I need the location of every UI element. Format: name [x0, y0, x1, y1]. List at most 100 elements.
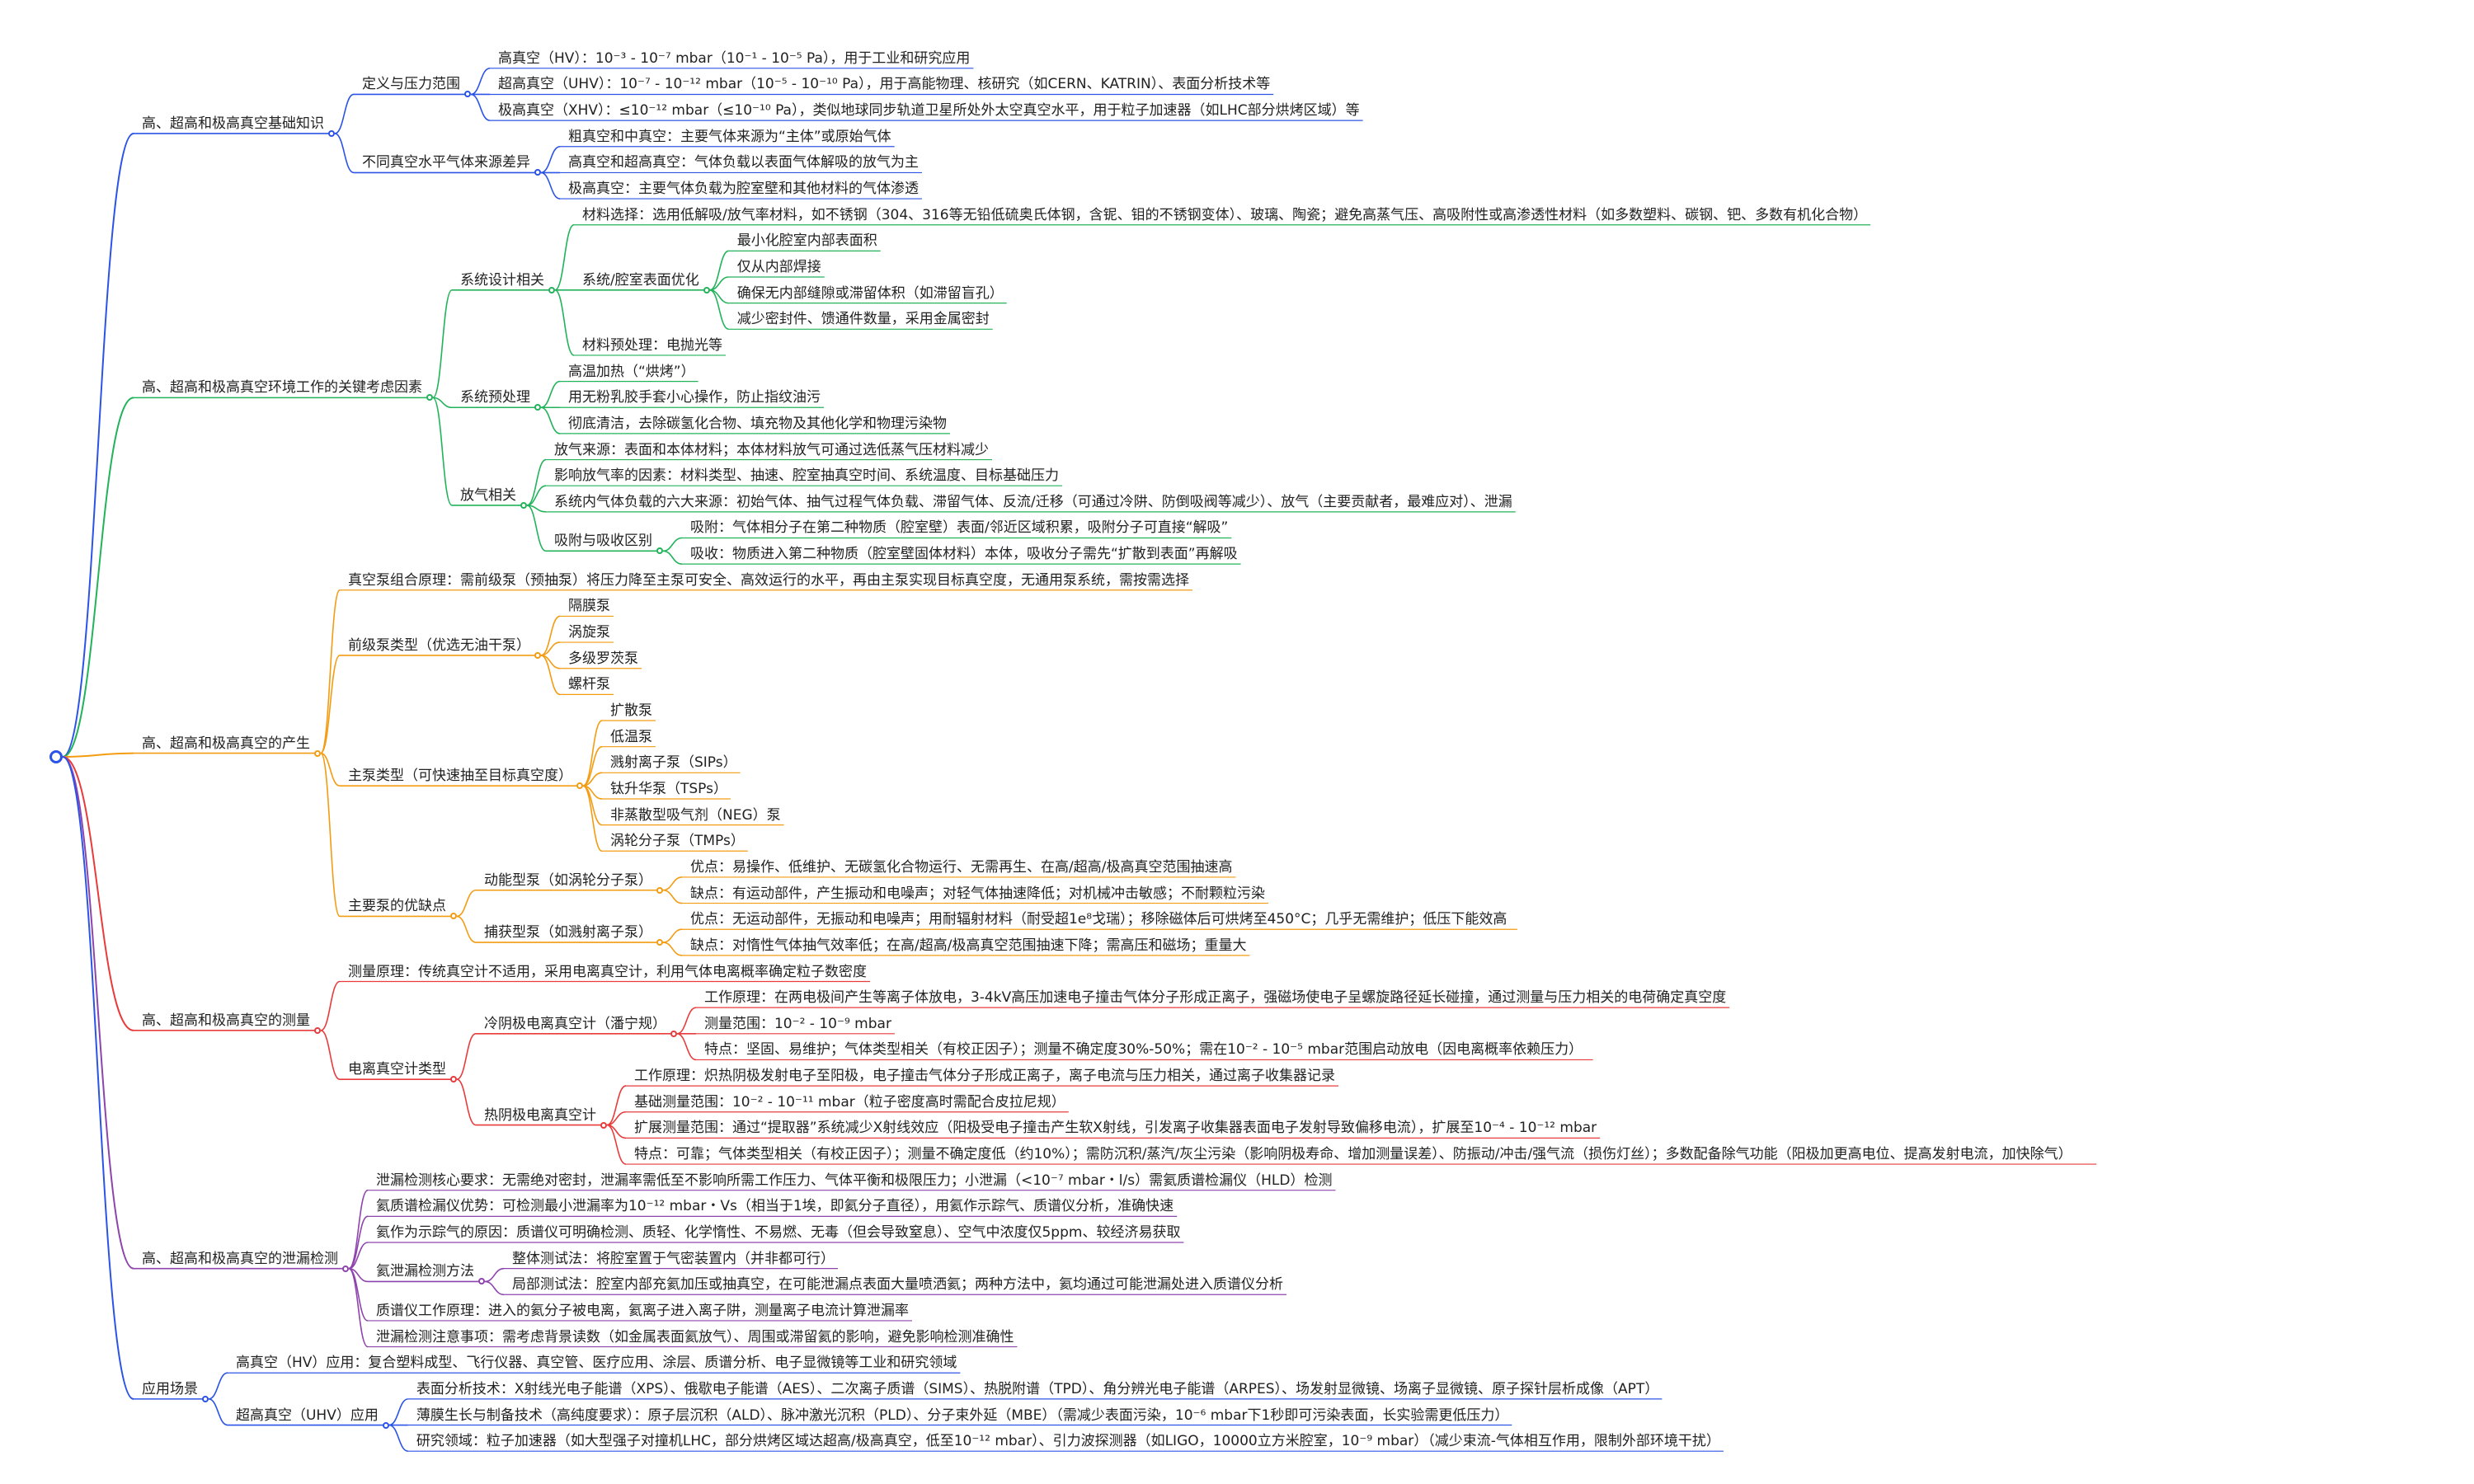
- collapse-toggle-icon[interactable]: [670, 1030, 677, 1037]
- sub-topic-label[interactable]: 系统/腔室表面优化: [581, 271, 699, 289]
- leaf-label[interactable]: 缺点：有运动部件，产生振动和电噪声；对轻气体抽速降低；对机械冲击敏感；不耐颗粒污…: [689, 885, 1265, 902]
- leaf-label[interactable]: 系统内气体负载的六大来源：初始气体、抽气过程气体负载、滞留气体、反流/迁移（可通…: [553, 493, 1512, 510]
- leaf-label[interactable]: 泄漏检测注意事项：需考虑背景读数（如金属表面氦放气）、周围或滞留氦的影响，避免影…: [375, 1328, 1014, 1345]
- leaf-label[interactable]: 优点：无运动部件，无振动和电噪声；用耐辐射材料（耐受超1e⁸戈瑞）；移除磁体后可…: [689, 911, 1507, 928]
- root-node-icon[interactable]: [49, 750, 63, 763]
- leaf-label[interactable]: 扩散泵: [609, 702, 652, 720]
- leaf-label[interactable]: 材料预处理：电抛光等: [581, 336, 722, 354]
- collapse-toggle-icon[interactable]: [548, 286, 555, 294]
- main-branch-label[interactable]: 高、超高和极高真空环境工作的关键考虑因素: [142, 379, 422, 397]
- leaf-label[interactable]: 缺点：对惰性气体抽气效率低；在高/超高/极高真空范围抽速下降；需高压和磁场；重量…: [689, 937, 1247, 954]
- leaf-label[interactable]: 溅射离子泵（SIPs）: [609, 754, 737, 772]
- leaf-label[interactable]: 薄膜生长与制备技术（高纯度要求）：原子层沉积（ALD）、脉冲激光沉积（PLD）、…: [416, 1407, 1509, 1424]
- collapse-toggle-icon[interactable]: [313, 749, 321, 757]
- leaf-label[interactable]: 表面分析技术：X射线光电子能谱（XPS）、俄歇电子能谱（AES）、二次离子质谱（…: [416, 1380, 1659, 1397]
- collapse-toggle-icon[interactable]: [477, 1278, 485, 1285]
- sub-topic-label[interactable]: 系统设计相关: [459, 271, 544, 289]
- collapse-toggle-icon[interactable]: [656, 939, 663, 946]
- leaf-label[interactable]: 高真空和超高真空：气体负载以表面气体解吸的放气为主: [567, 154, 919, 171]
- leaf-label[interactable]: 用无粉乳胶手套小心操作，防止指纹油污: [567, 389, 821, 406]
- collapse-toggle-icon[interactable]: [426, 394, 433, 402]
- sub-topic-label[interactable]: 热阴极电离真空计: [483, 1106, 596, 1124]
- sub-topic-label[interactable]: 电离真空计类型: [347, 1061, 446, 1078]
- collapse-toggle-icon[interactable]: [520, 501, 527, 509]
- sub-topic-label[interactable]: 系统预处理: [459, 389, 530, 406]
- leaf-label[interactable]: 极高真空（XHV）：≤10⁻¹² mbar（≤10⁻¹⁰ Pa），类似地球同步轨…: [497, 102, 1360, 120]
- collapse-toggle-icon[interactable]: [449, 913, 457, 920]
- collapse-toggle-icon[interactable]: [382, 1421, 389, 1429]
- leaf-label[interactable]: 泄漏检测核心要求：无需绝对密封，泄漏率需低至不影响所需工作压力、气体平衡和极限压…: [375, 1172, 1333, 1189]
- leaf-label[interactable]: 多级罗茨泵: [567, 650, 638, 667]
- leaf-label[interactable]: 极高真空：主要气体负载为腔室壁和其他材料的气体渗透: [567, 181, 919, 198]
- leaf-label[interactable]: 最小化腔室内部表面积: [736, 232, 877, 250]
- sub-topic-label[interactable]: 氦泄漏检测方法: [375, 1263, 474, 1280]
- leaf-label[interactable]: 特点：可靠；气体类型相关（有校正因子）；测量不确定度低（约10%）；需防沉积/蒸…: [633, 1146, 2072, 1163]
- collapse-toggle-icon[interactable]: [656, 547, 663, 555]
- sub-topic-label[interactable]: 主泵类型（可快速抽至目标真空度）: [347, 768, 572, 785]
- leaf-label[interactable]: 吸附：气体相分子在第二种物质（腔室壁）表面/邻近区域积累，吸附分子可直接“解吸”: [689, 519, 1229, 537]
- leaf-label[interactable]: 局部测试法：腔室内部充氦加压或抽真空，在可能泄漏点表面大量喷洒氦；两种方法中，氦…: [511, 1276, 1283, 1294]
- sub-topic-label[interactable]: 冷阴极电离真空计（潘宁规）: [483, 1015, 666, 1032]
- leaf-label[interactable]: 低温泵: [609, 728, 652, 745]
- leaf-label[interactable]: 优点：易操作、低维护、无碳氢化合物运行、无需再生、在高/超高/极高真空范围抽速高: [689, 858, 1233, 876]
- leaf-label[interactable]: 高真空（HV）应用：复合塑料成型、飞行仪器、真空管、医疗应用、涂层、质谱分析、电…: [235, 1355, 957, 1372]
- main-branch-label[interactable]: 应用场景: [142, 1380, 198, 1397]
- sub-topic-label[interactable]: 捕获型泵（如溅射离子泵）: [483, 924, 652, 942]
- leaf-label[interactable]: 扩展测量范围：通过“提取器”系统减少X射线效应（阳极受电子撞击产生软X射线，引发…: [633, 1120, 1597, 1137]
- sub-topic-label[interactable]: 前级泵类型（优选无油干泵）: [347, 636, 530, 654]
- collapse-toggle-icon[interactable]: [703, 286, 710, 294]
- leaf-label[interactable]: 氦作为示踪气的原因：质谱仪可明确检测、质轻、化学惰性、不易燃、无毒（但会导致窒息…: [375, 1223, 1181, 1241]
- collapse-toggle-icon[interactable]: [313, 1026, 321, 1034]
- leaf-label[interactable]: 彻底清洁，去除碳氢化合物、填充物及其他化学和物理污染物: [567, 415, 947, 432]
- leaf-label[interactable]: 研究领域：粒子加速器（如大型强子对撞机LHC，部分烘烤区域达超高/极高真空，低至…: [416, 1433, 1720, 1450]
- leaf-label[interactable]: 粗真空和中真空：主要气体来源为“主体”或原始气体: [567, 128, 891, 145]
- collapse-toggle-icon[interactable]: [576, 782, 583, 790]
- sub-topic-label[interactable]: 不同真空水平气体来源差异: [361, 154, 530, 171]
- main-branch-label[interactable]: 高、超高和极高真空的测量: [142, 1012, 310, 1029]
- leaf-label[interactable]: 高真空（HV）：10⁻³ - 10⁻⁷ mbar（10⁻¹ - 10⁻⁵ Pa）…: [497, 49, 971, 67]
- leaf-label[interactable]: 螺杆泵: [567, 676, 610, 693]
- leaf-label[interactable]: 氦质谱检漏仪优势：可检测最小泄漏率为10⁻¹² mbar・Vs（相当于1埃，即氦…: [375, 1198, 1174, 1215]
- leaf-label[interactable]: 工作原理：在两电极间产生等离子体放电，3-4kV高压加速电子撞击气体分子形成正离…: [703, 989, 1727, 1007]
- leaf-label[interactable]: 钛升华泵（TSPs）: [609, 780, 727, 797]
- leaf-label[interactable]: 确保无内部缝隙或滞留体积（如滞留盲孔）: [736, 284, 1004, 302]
- sub-topic-label[interactable]: 动能型泵（如涡轮分子泵）: [483, 871, 652, 889]
- leaf-label[interactable]: 测量范围：10⁻² - 10⁻⁹ mbar: [703, 1015, 891, 1032]
- collapse-toggle-icon[interactable]: [534, 404, 541, 411]
- leaf-label[interactable]: 工作原理：炽热阴极发射电子至阳极，电子撞击气体分子形成正离子，离子电流与压力相关…: [633, 1068, 1335, 1085]
- leaf-label[interactable]: 测量原理：传统真空计不适用，采用电离真空计，利用气体电离概率确定粒子数密度: [347, 963, 867, 980]
- main-branch-label[interactable]: 高、超高和极高真空的泄漏检测: [142, 1250, 338, 1267]
- leaf-label[interactable]: 放气来源：表面和本体材料；本体材料放气可通过选低蒸气压材料减少: [553, 441, 989, 458]
- leaf-label[interactable]: 基础测量范围：10⁻² - 10⁻¹¹ mbar（粒子密度高时需配合皮拉尼规）: [633, 1093, 1065, 1111]
- leaf-label[interactable]: 隔膜泵: [567, 598, 610, 615]
- main-branch-label[interactable]: 高、超高和极高真空的产生: [142, 735, 310, 752]
- leaf-label[interactable]: 吸收：物质进入第二种物质（腔室壁固体材料）本体，吸收分子需先“扩散到表面”再解吸: [689, 546, 1238, 563]
- main-branch-label[interactable]: 高、超高和极高真空基础知识: [142, 115, 324, 132]
- leaf-label[interactable]: 减少密封件、馈通件数量，采用金属密封: [736, 311, 990, 328]
- collapse-toggle-icon[interactable]: [463, 91, 471, 98]
- collapse-toggle-icon[interactable]: [341, 1265, 349, 1272]
- leaf-label[interactable]: 材料选择：选用低解吸/放气率材料，如不锈钢（304、316等无铅低硫奥氏体钢，含…: [581, 206, 1868, 223]
- leaf-label[interactable]: 真空泵组合原理：需前级泵（预抽泵）将压力降至主泵可安全、高效运行的水平，再由主泵…: [347, 571, 1189, 589]
- sub-topic-label[interactable]: 吸附与吸收区别: [553, 533, 652, 550]
- leaf-label[interactable]: 超高真空（UHV）：10⁻⁷ - 10⁻¹² mbar（10⁻⁵ - 10⁻¹⁰…: [497, 76, 1271, 93]
- collapse-toggle-icon[interactable]: [534, 169, 541, 176]
- leaf-label[interactable]: 涡旋泵: [567, 624, 610, 641]
- sub-topic-label[interactable]: 超高真空（UHV）应用: [235, 1407, 379, 1424]
- collapse-toggle-icon[interactable]: [327, 129, 335, 137]
- sub-topic-label[interactable]: 放气相关: [459, 486, 516, 504]
- leaf-label[interactable]: 整体测试法：将腔室置于气密装置内（并非都可行）: [511, 1250, 835, 1267]
- leaf-label[interactable]: 仅从内部焊接: [736, 259, 821, 275]
- collapse-toggle-icon[interactable]: [656, 886, 663, 894]
- leaf-label[interactable]: 非蒸散型吸气剂（NEG）泵: [609, 806, 781, 824]
- leaf-label[interactable]: 特点：坚固、易维护；气体类型相关（有校正因子）；测量不确定度30%-50%；需在…: [703, 1041, 1583, 1059]
- leaf-label[interactable]: 质谱仪工作原理：进入的氦分子被电离，氦离子进入离子阱，测量离子电流计算泄漏率: [375, 1302, 909, 1319]
- sub-topic-label[interactable]: 定义与压力范围: [361, 76, 460, 93]
- leaf-label[interactable]: 高温加热（“烘烤”）: [567, 363, 695, 380]
- collapse-toggle-icon[interactable]: [600, 1121, 607, 1129]
- leaf-label[interactable]: 影响放气率的因素：材料类型、抽速、腔室抽真空时间、系统温度、目标基础压力: [553, 467, 1059, 485]
- collapse-toggle-icon[interactable]: [201, 1395, 209, 1402]
- collapse-toggle-icon[interactable]: [534, 651, 541, 659]
- collapse-toggle-icon[interactable]: [449, 1076, 457, 1083]
- sub-topic-label[interactable]: 主要泵的优缺点: [347, 898, 446, 915]
